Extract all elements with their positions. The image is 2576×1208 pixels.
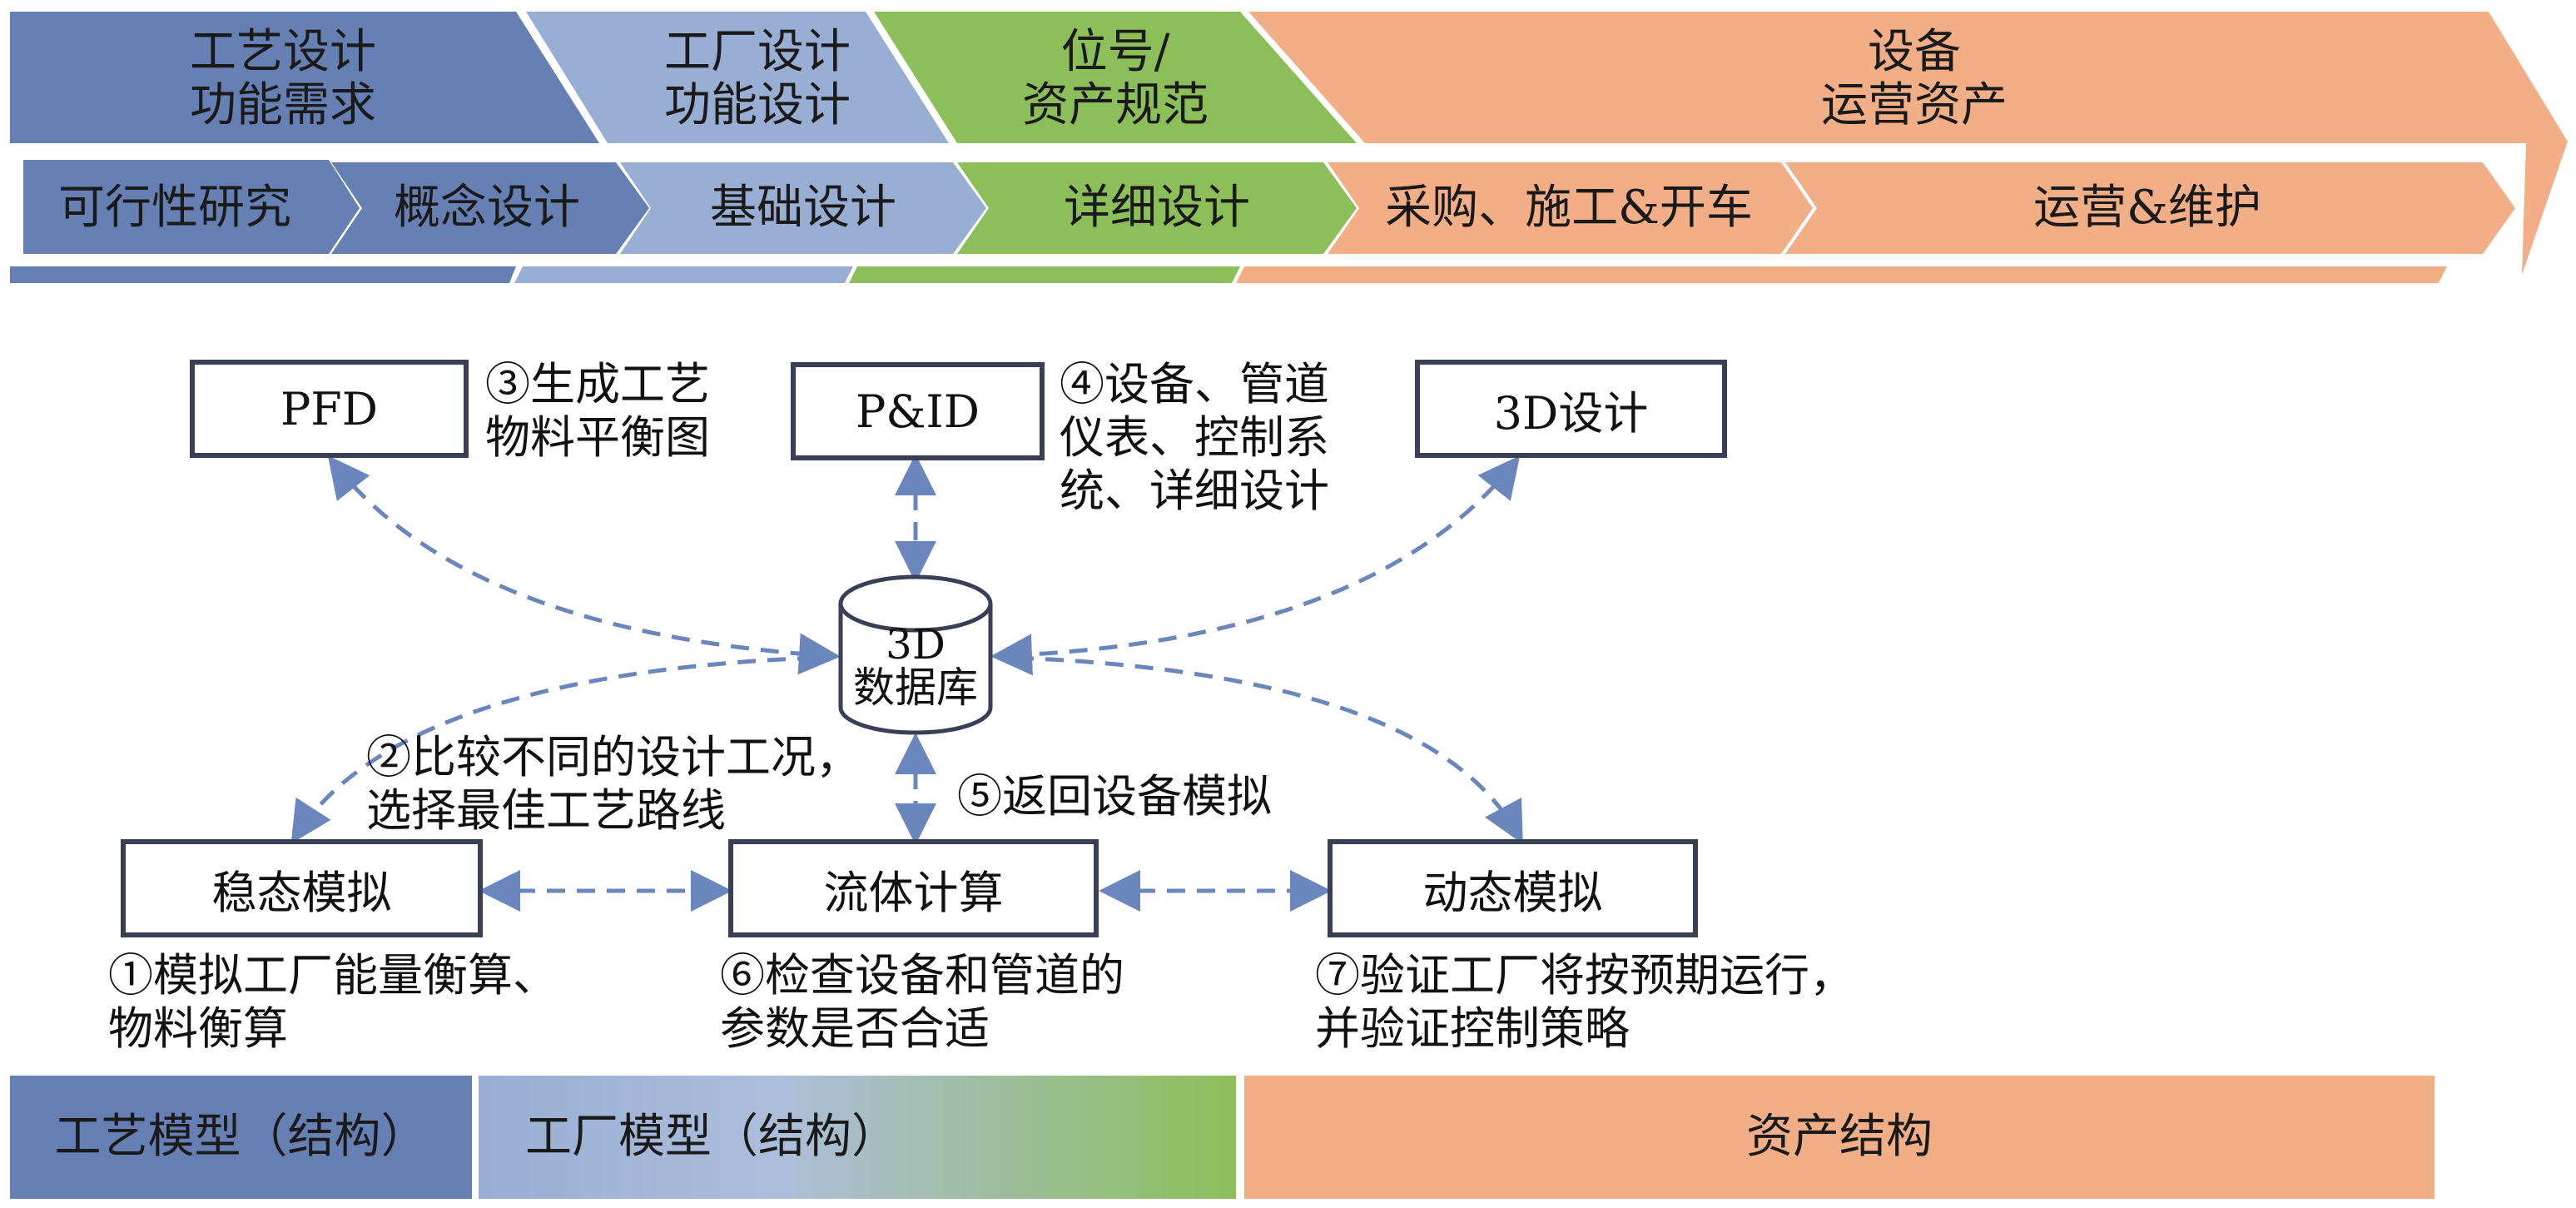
top-band-label-asset: 设备运营资产: [1821, 25, 2008, 132]
bottom-band-asset-structure: [1244, 1076, 2435, 1199]
note-step5: ⑤返回设备模拟: [957, 770, 1272, 823]
thin-bar-tag: [849, 266, 1240, 283]
phase-shape-detail: [957, 162, 1357, 254]
thin-bar-plant: [514, 266, 853, 283]
steady-state-sim-box: 稳态模拟: [121, 839, 483, 937]
pid-box: P&ID: [791, 362, 1045, 460]
phase-shape-procurement: [1328, 162, 1813, 254]
arrow-db-steady: [290, 655, 816, 844]
top-band-asset: [1248, 12, 2568, 275]
thin-bar-asset: [1236, 266, 2447, 283]
bottom-label-plant-model: 工厂模型（结构）: [525, 1110, 898, 1164]
database-label: 3D 数据库: [853, 620, 978, 712]
thin-bar-process: [10, 266, 516, 283]
design3d-box: 3D设计: [1415, 360, 1727, 458]
note-step6: ⑥检查设备和管道的参数是否合适: [720, 949, 1124, 1055]
pfd-box: PFD: [190, 360, 469, 458]
top-band-plant-design: [526, 12, 949, 143]
arrow-pfd-db: [327, 455, 841, 675]
phase-basic: 基础设计: [710, 181, 896, 235]
arrow-db-dynamic: [1015, 655, 1523, 844]
top-band-tag-spec: [874, 12, 1357, 143]
phase-shape-concept: [331, 162, 649, 254]
phase-shape-feasibility: [23, 160, 360, 254]
note-step7: ⑦验证工厂将按预期运行，并验证控制策略: [1315, 949, 1854, 1055]
bottom-label-asset-structure: 资产结构: [1746, 1110, 1933, 1164]
note-step2: ②比较不同的设计工况，选择最佳工艺路线: [366, 731, 861, 837]
database-cylinder-icon: [838, 574, 993, 735]
phase-shape-basic: [620, 162, 986, 254]
fluid-calc-box: 流体计算: [728, 839, 1099, 937]
bottom-band-plant-model: [479, 1076, 1236, 1199]
dynamic-sim-box: 动态模拟: [1328, 839, 1698, 937]
note-step1: ①模拟工厂能量衡算、物料衡算: [108, 949, 558, 1055]
bottom-label-process-model: 工艺模型（结构）: [54, 1110, 428, 1164]
arrow-3d-db: [990, 455, 1521, 676]
phase-concept: 概念设计: [394, 181, 580, 235]
phase-procurement: 采购、施工&开车: [1385, 181, 1753, 235]
bottom-band-process-model: [10, 1076, 472, 1199]
top-band-process-design: [10, 12, 599, 143]
phase-feasibility: 可行性研究: [58, 181, 291, 235]
phase-shape-operation: [1785, 162, 2515, 254]
phase-operation: 运营&维护: [2033, 181, 2261, 235]
note-step3: ③生成工艺物料平衡图: [485, 358, 710, 464]
phase-detail: 详细设计: [1064, 181, 1250, 235]
note-step4: ④设备、管道仪表、控制系统、详细设计: [1060, 358, 1329, 517]
top-band-label-tag: 位号/资产规范: [1022, 25, 1209, 132]
top-band-label-process: 工艺设计功能需求: [190, 25, 376, 132]
top-band-label-plant: 工厂设计功能设计: [664, 25, 851, 132]
